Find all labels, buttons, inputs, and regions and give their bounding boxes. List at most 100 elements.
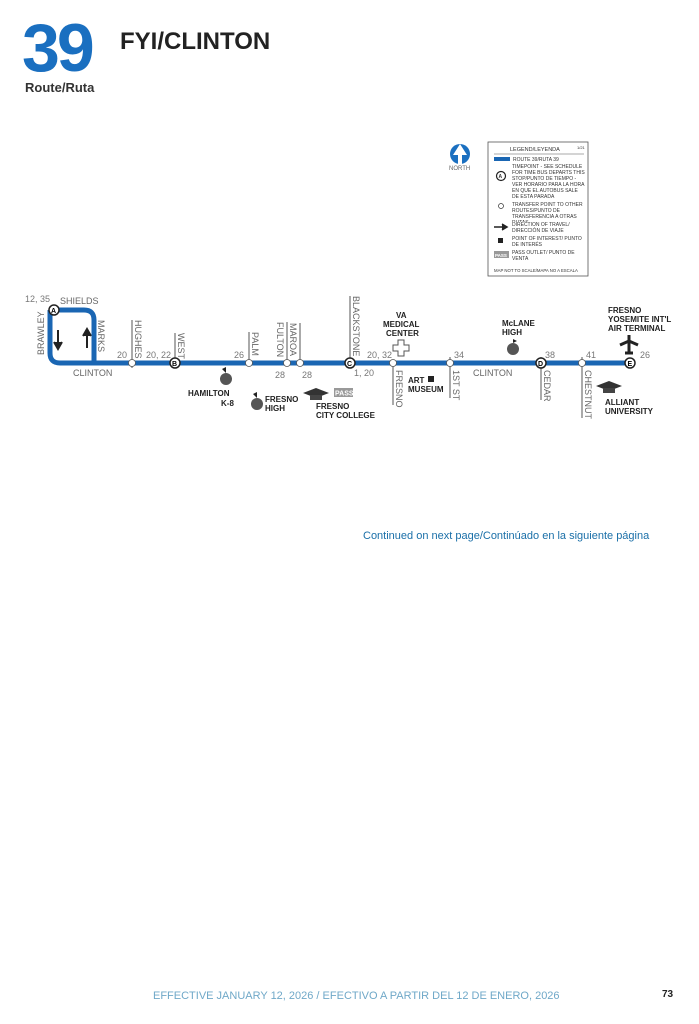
svg-text:B: B (172, 361, 177, 368)
svg-text:E: E (628, 361, 633, 368)
route-number: 39 (22, 10, 95, 86)
street-shields: SHIELDS (60, 296, 99, 306)
street-fulton: FULTON (275, 322, 285, 357)
transfer-point-icon (389, 359, 397, 367)
transfer-point-icon (446, 359, 454, 367)
legend-poi-icon (498, 238, 503, 243)
legend-item: PASS OUTLET/ PUNTO DE VENTA (512, 250, 575, 262)
college-cap-icon (303, 388, 329, 400)
timepoint-e: E (624, 357, 636, 369)
route-label: Route/Ruta (25, 80, 95, 95)
svg-text:MUSEUM: MUSEUM (408, 385, 444, 394)
legend-item: TRANSFER POINT TO OTHER ROUTES/PUNTO DE … (512, 202, 583, 222)
timepoint-a: A (48, 304, 60, 316)
legend-direction-icon (494, 223, 509, 231)
transfer-point-icon (296, 359, 304, 367)
school-apple-icon (507, 339, 519, 355)
transfer-point-icon (283, 359, 291, 367)
school-apple-icon (251, 392, 263, 410)
svg-text:CITY COLLEGE: CITY COLLEGE (316, 411, 376, 420)
legend-transfer-icon (498, 203, 504, 209)
street-brawley: BRAWLEY (36, 311, 46, 355)
svg-text:AIR TERMINAL: AIR TERMINAL (608, 324, 665, 333)
north-label: NORTH (449, 166, 470, 172)
svg-text:HIGH: HIGH (502, 328, 522, 337)
legend-code: 1/21 (577, 145, 586, 150)
svg-text:A: A (499, 174, 503, 180)
medical-cross-icon (392, 339, 410, 357)
route-39-line (47, 307, 632, 366)
transfer-routes: 12, 35 (25, 294, 50, 304)
svg-text:A: A (51, 308, 56, 315)
poi-airport: FRESNO (608, 306, 641, 315)
transfer-routes: 1, 20 (354, 368, 374, 378)
pass-outlet-icon: PASS (334, 388, 354, 398)
legend-route-swatch (494, 157, 510, 161)
transfer-point-icon (578, 359, 586, 367)
transfer-point-icon (128, 359, 136, 367)
street-maroa: MAROA (288, 323, 298, 356)
legend-title: LEGEND/LEYENDA (510, 147, 560, 153)
page-number: 73 (662, 989, 674, 1000)
legend-item: DIRECTION OF TRAVEL/ DIRECCIÓN DE VIAJE (512, 222, 570, 234)
timepoint-d: D (535, 357, 547, 369)
transfer-points (128, 359, 586, 367)
airplane-icon (619, 335, 639, 355)
legend-note: MAP NOT TO SCALE/MAPA NO A ESCALA (494, 268, 578, 273)
poi-va-medical-center: VA (396, 311, 407, 320)
transfer-routes: 20, 32 (367, 350, 392, 360)
page-title: FYI/CLINTON (120, 28, 271, 55)
effective-date: EFFECTIVE JANUARY 12, 2026 / EFECTIVO A … (153, 990, 560, 1002)
legend-item: ROUTE 39/RUTA 39 (513, 157, 559, 163)
transfer-routes: 38 (545, 350, 555, 360)
poi-mclane-high: McLANE (502, 319, 536, 328)
svg-text:UNIVERSITY: UNIVERSITY (605, 407, 654, 416)
poi-art-museum: ART (408, 376, 425, 385)
street-blackstone: BLACKSTONE (351, 296, 361, 356)
direction-arrow-icon (82, 326, 92, 348)
transfer-routes: 41 (586, 350, 596, 360)
svg-text:HIGH: HIGH (265, 404, 285, 413)
svg-text:MEDICAL: MEDICAL (383, 320, 420, 329)
timepoints: A B C D E (48, 304, 636, 369)
continued-note: Continued on next page/Continúado en la … (363, 530, 650, 542)
street-palm: PALM (250, 332, 260, 356)
poi-alliant-university: ALLIANT (605, 398, 639, 407)
legend-item: POINT OF INTEREST/ PUNTO DE INTERÉS (512, 236, 582, 248)
street-fresno: FRESNO (394, 370, 404, 408)
street-clinton: CLINTON (473, 368, 512, 378)
transfer-routes: 34 (454, 350, 464, 360)
street-west: WEST (176, 333, 186, 360)
point-of-interest-icon (428, 376, 434, 382)
svg-text:PASS: PASS (495, 253, 507, 258)
direction-arrow-icon (53, 330, 63, 352)
svg-text:YOSEMITE INT'L: YOSEMITE INT'L (608, 315, 671, 324)
street-hughes: HUGHES (133, 320, 143, 359)
legend-item: TIMEPOINT - SEE SCHEDULE FOR TIME BUS DE… (512, 164, 585, 200)
legend-timepoint-icon (495, 170, 507, 182)
legend: LEGEND/LEYENDA 1/21 ROUTE 39/RUTA 39 A T… (487, 141, 589, 277)
transfer-routes: 28 (302, 370, 312, 380)
street-1st-st: 1ST ST (451, 370, 461, 401)
school-apple-icon (220, 367, 232, 385)
svg-text:D: D (538, 361, 543, 368)
timepoint-b: B (169, 357, 181, 369)
transfer-routes: 26 (640, 350, 650, 360)
legend-pass-icon (494, 251, 509, 258)
college-cap-icon (596, 381, 622, 393)
svg-text:K-8: K-8 (221, 399, 234, 408)
north-arrow-icon (450, 144, 470, 164)
street-clinton: CLINTON (73, 368, 112, 378)
transfer-routes: 28 (275, 370, 285, 380)
poi-fresno-high: FRESNO (265, 395, 298, 404)
svg-text:PASS: PASS (335, 391, 354, 398)
street-marks: MARKS (96, 320, 106, 352)
svg-text:CENTER: CENTER (386, 329, 419, 338)
street-cedar: CEDAR (542, 370, 552, 402)
transfer-routes: 26 (234, 350, 244, 360)
transfer-point-icon (245, 359, 253, 367)
svg-text:C: C (347, 361, 352, 368)
transfer-routes: 20 (117, 350, 127, 360)
route-map: NORTH LEGEND/LEYENDA 1/21 ROUTE 39/RUTA … (25, 141, 671, 420)
